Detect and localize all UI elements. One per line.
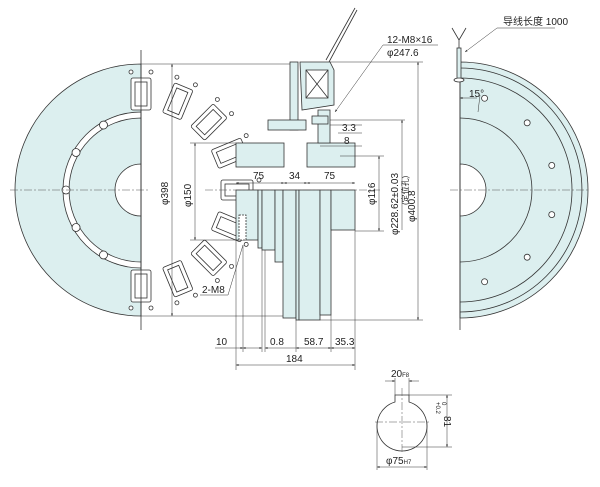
dim-228: φ228.62±0.03 bbox=[390, 173, 401, 235]
dim-8: 8 bbox=[344, 136, 350, 147]
label-bolt-pcd: φ247.6 bbox=[387, 48, 419, 59]
dim-75-left: 75 bbox=[253, 171, 265, 182]
dim-116: φ116 bbox=[367, 182, 378, 205]
mounting-hole bbox=[548, 211, 556, 218]
dim-bore: φ75H7 bbox=[386, 456, 412, 467]
bolt-hole bbox=[71, 223, 81, 232]
bolt-hole bbox=[99, 250, 108, 260]
dim-150: φ150 bbox=[183, 183, 194, 207]
pole-slot bbox=[162, 74, 198, 120]
mounting-hole bbox=[481, 278, 488, 286]
mounting-hole bbox=[481, 94, 488, 102]
left-end-view bbox=[10, 50, 262, 330]
label-bolt-spec: 12-M8×16 bbox=[387, 35, 433, 46]
center-section-view bbox=[205, 7, 380, 321]
dim-key-height-tol-lo: 0 bbox=[440, 402, 446, 406]
dim-key-height: 81 bbox=[441, 416, 452, 428]
dim-75-right: 75 bbox=[324, 171, 336, 182]
dim-400-8: φ400.8 bbox=[407, 190, 418, 222]
label-2-m8: 2-M8 bbox=[202, 285, 225, 296]
dim-228-note: (定位孔) bbox=[400, 175, 410, 205]
dim-key-height-tol-up: +0.2 bbox=[434, 402, 440, 415]
dim-398: φ398 bbox=[160, 181, 171, 205]
pole-slot bbox=[190, 97, 234, 141]
dim-key-width: 20F8 bbox=[391, 369, 410, 380]
mounting-hole bbox=[523, 119, 531, 127]
dim-0-8: 0.8 bbox=[270, 337, 284, 348]
mounting-hole bbox=[523, 253, 531, 261]
keyway-detail: 20F8 81 +0.2 0 φ75H7 bbox=[375, 369, 452, 470]
dim-3-3: 3.3 bbox=[342, 123, 356, 134]
dim-10: 10 bbox=[216, 337, 228, 348]
bolt-hole bbox=[71, 148, 81, 157]
pole-slot bbox=[190, 239, 234, 283]
mounting-hole bbox=[548, 162, 556, 169]
dim-184: 184 bbox=[286, 354, 303, 365]
dim-35-3: 35.3 bbox=[335, 337, 355, 348]
pole-slot bbox=[162, 260, 198, 306]
label-lead-length: 导线长度 1000 bbox=[503, 15, 568, 28]
label-angle-15: 15° bbox=[469, 89, 484, 100]
bolt-hole bbox=[99, 120, 108, 130]
right-end-view: 15° bbox=[450, 27, 590, 330]
dim-34: 34 bbox=[289, 171, 301, 182]
dim-58-7: 58.7 bbox=[304, 337, 324, 348]
